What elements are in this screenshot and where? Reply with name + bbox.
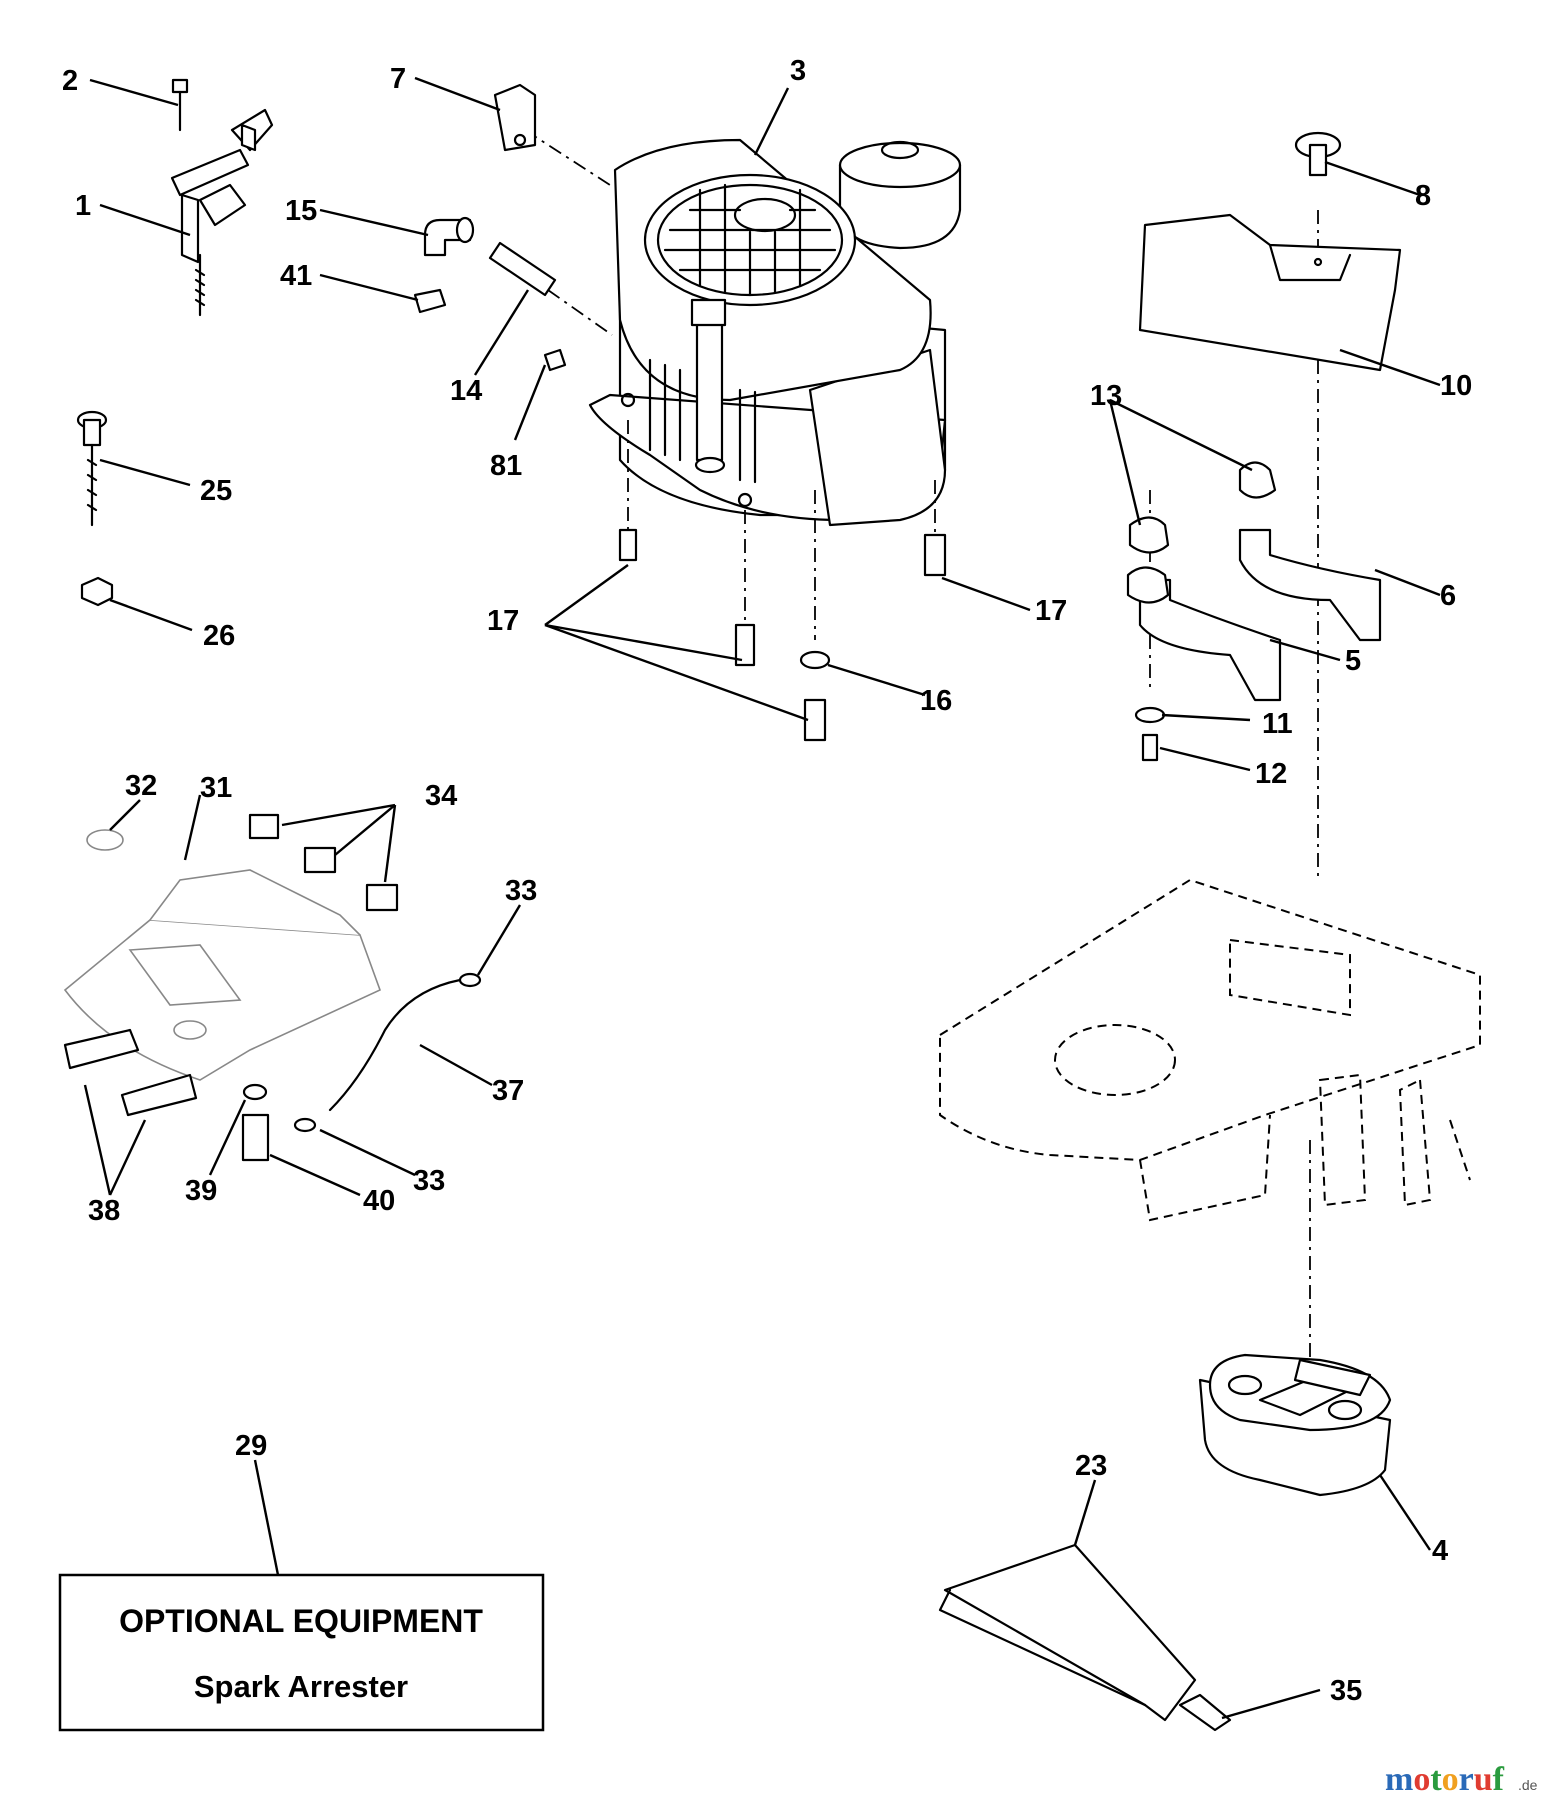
watermark-letter: m: [1385, 1761, 1413, 1798]
callout-81: 81: [490, 450, 522, 482]
callout-11: 11: [1262, 708, 1293, 740]
callout-14: 14: [450, 375, 482, 407]
callout-17a: 17: [487, 605, 519, 637]
callout-26: 26: [203, 620, 235, 652]
choke-knob: [76, 410, 114, 607]
callout-4: 4: [1432, 1535, 1448, 1567]
oil-drain-fittings: [413, 83, 567, 372]
callout-16: 16: [920, 685, 952, 717]
callout-33a: 33: [505, 875, 537, 907]
callout-5: 5: [1345, 645, 1361, 677]
watermark-text: motoruf: [1385, 1761, 1505, 1798]
callout-3: 3: [790, 55, 806, 87]
callout-6: 6: [1440, 580, 1456, 612]
watermark-letter: f: [1493, 1761, 1505, 1798]
watermark-letter: t: [1430, 1761, 1442, 1798]
callout-labels: 2 1 3 7 8 10 13 6 5 11 12 15 41 14 81 25…: [62, 55, 1472, 1707]
callout-15: 15: [285, 195, 317, 227]
note-subtitle: Spark Arrester: [194, 1669, 408, 1704]
watermark-letter: u: [1474, 1761, 1493, 1798]
watermark-letter: r: [1459, 1761, 1474, 1798]
callout-2: 2: [62, 65, 78, 97]
callout-33b: 33: [413, 1165, 445, 1197]
leader-lines: [83, 76, 1441, 1720]
engine-assembly: [588, 138, 962, 527]
callout-8: 8: [1415, 180, 1431, 212]
callout-41: 40: [363, 1185, 395, 1217]
tractor-frame: [939, 878, 1481, 1222]
throttle-control: [170, 78, 274, 317]
spark-arrester-screen: [938, 1543, 1232, 1732]
callout-37: 37: [492, 1075, 524, 1107]
callout-39: 38: [88, 1195, 120, 1227]
callout-1: 1: [75, 190, 91, 222]
muffler: [1198, 1353, 1392, 1497]
callout-40: 39: [185, 1175, 217, 1207]
heat-shield: [1138, 131, 1402, 372]
mounting-bolts: [618, 528, 947, 742]
note-title: OPTIONAL EQUIPMENT: [119, 1603, 483, 1639]
exhaust-pipes: [1126, 461, 1382, 762]
callout-23: 23: [1075, 1450, 1107, 1482]
fuel-tank: [63, 813, 482, 1162]
callout-34: 34: [425, 780, 457, 812]
optional-equipment-box: OPTIONAL EQUIPMENT Spark Arrester: [58, 1573, 545, 1732]
callout-31: 31: [200, 772, 232, 804]
callout-13: 13: [1090, 380, 1122, 412]
callout-7: 7: [390, 63, 406, 95]
callout-25: 25: [200, 475, 232, 507]
watermark-letter: o: [1442, 1761, 1459, 1798]
callout-29: 29: [235, 1430, 267, 1462]
watermark-logo: motoruf .de: [1385, 1761, 1538, 1798]
callout-17b: 17: [1035, 595, 1067, 627]
callout-10: 10: [1440, 370, 1472, 402]
callout-38: 41: [280, 260, 312, 292]
watermark-suffix: .de: [1518, 1777, 1538, 1793]
callout-12: 12: [1255, 758, 1287, 790]
callout-32: 32: [125, 770, 157, 802]
watermark-letter: o: [1413, 1761, 1430, 1798]
callout-35: 35: [1330, 1675, 1362, 1707]
